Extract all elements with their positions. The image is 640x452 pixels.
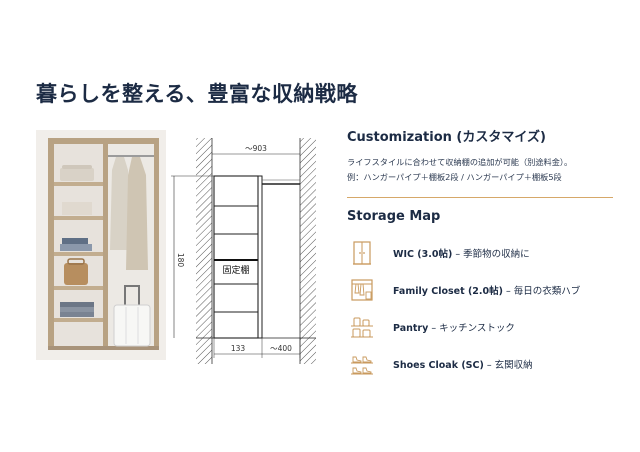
side-dimension-label: 180 — [176, 253, 185, 268]
storage-map-item-name: Pantry — [393, 322, 429, 334]
section-divider — [347, 197, 613, 198]
storage-map-item-family-closet: Family Closet (2.0帖) – 毎日の衣類ハブ — [347, 271, 632, 308]
wardrobe-icon — [347, 238, 377, 268]
customization-line-1: ライフスタイルに合わせて収納棚の追加が可能（別途料金）。 — [347, 157, 573, 167]
storage-map-item-wic: WIC (3.0帖) – 季節物の収納に — [347, 234, 632, 271]
info-panel: Customization (カスタマイズ) ライフスタイルに合わせて収納棚の追… — [347, 126, 632, 382]
storage-map-item-pantry: Pantry – キッチンストック — [347, 308, 632, 345]
customization-description: ライフスタイルに合わせて収納棚の追加が可能（別途料金）。 例：ハンガーパイプ＋棚… — [347, 155, 632, 184]
storage-map-item-desc: – 毎日の衣類ハブ — [502, 285, 581, 297]
storage-map-item-desc: – 玄関収納 — [483, 359, 533, 371]
closet-photo — [36, 130, 166, 360]
storage-map-item-desc: – キッチンストック — [428, 322, 515, 334]
storage-map-item-name: Family Closet (2.0帖) — [393, 285, 503, 297]
top-dimension-label: 〜903 — [245, 144, 267, 153]
bottom-right-dimension-label: 〜400 — [270, 344, 292, 353]
storage-map-item-name: Shoes Cloak (SC) — [393, 359, 484, 371]
bottom-left-dimension-label: 133 — [231, 344, 246, 353]
customization-line-2: 例：ハンガーパイプ＋棚板2段 / ハンガーパイプ＋棚板5段 — [347, 171, 562, 182]
page-title: 暮らしを整える、豊富な収納戦略 — [36, 82, 358, 106]
fixed-shelf-label: 固定棚 — [222, 264, 249, 276]
storage-map-list: WIC (3.0帖) – 季節物の収納に Family Closet (2.0帖… — [347, 234, 632, 382]
customization-heading: Customization (カスタマイズ) — [347, 130, 546, 145]
storage-map-item-desc: – 季節物の収納に — [452, 248, 530, 260]
storage-map-heading: Storage Map — [347, 209, 441, 224]
closet-drawing: 〜903 180 固定棚 133 〜400 — [168, 132, 338, 372]
shoe-rack-icon — [347, 349, 377, 379]
storage-map-item-name: WIC (3.0帖) — [393, 248, 453, 260]
pantry-jars-icon — [347, 312, 377, 342]
storage-map-item-shoes-cloak: Shoes Cloak (SC) – 玄関収納 — [347, 345, 632, 382]
closet-icon — [347, 275, 377, 305]
